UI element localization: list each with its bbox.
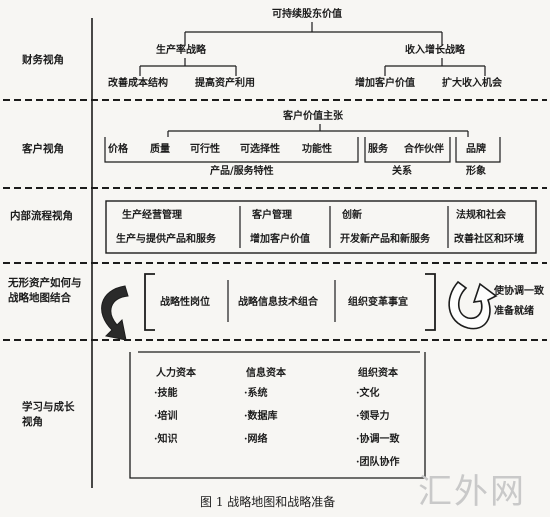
relation-partnership: 合作伙伴 [404,144,444,155]
organization-capital-item: ·文化 [356,388,380,399]
improve-cost-structure: 改善成本结构 [108,78,168,89]
organization-change-agenda: 组织变革事宜 [348,297,408,308]
process-regulatory-detail: 改善社区和环境 [454,234,524,245]
financial-perspective-label: 财务视角 [22,54,64,66]
expand-revenue-opportunity: 扩大收入机会 [442,78,502,89]
strategic-job-families: 战略性岗位 [160,297,210,308]
organization-capital-item: ·领导力 [356,411,390,422]
image-group: 形象 [466,166,486,177]
improve-asset-utilization: 提高资产利用 [195,78,255,89]
process-regulatory-header: 法规和社会 [456,210,506,221]
organization-capital-title: 组织资本 [358,368,398,379]
alignment-readiness-note: 使协调一致准备就绪 [494,286,544,317]
human-capital-title: 人力资本 [156,368,196,379]
attr-selection: 可选择性 [240,144,280,155]
human-capital-item: ·知识 [154,434,178,445]
learning-growth-perspective-label: 学习与成长视角 [22,401,75,428]
process-operations-detail: 生产与提供产品和服务 [116,234,216,245]
human-capital-item: ·培训 [154,411,178,422]
relation-service: 服务 [368,144,388,155]
human-capital-item: ·技能 [154,388,178,399]
process-operations-header: 生产经营管理 [122,210,182,221]
productivity-strategy: 生产率战略 [156,45,206,56]
intangible-assets-label: 无形资产如何与战略地图结合 [8,277,82,304]
customer-value-proposition: 客户价值主张 [283,111,343,122]
figure-caption: 图 1 战略地图和战略准备 [200,495,336,509]
attr-functionality: 功能性 [302,144,332,155]
right-curved-arrow-icon [448,280,498,330]
product-service-attributes-group: 产品/服务特性 [210,166,274,177]
relationship-group: 关系 [392,166,412,177]
attr-brand: 品牌 [466,144,486,155]
left-curved-arrow-icon [101,285,129,341]
process-customer-mgmt-detail: 增加客户价值 [250,234,310,245]
strategic-it-portfolio: 战略信息技术组合 [238,297,318,308]
organization-capital-item: ·团队协作 [356,457,400,468]
revenue-growth-strategy: 收入增长战略 [405,45,465,56]
process-innovation-header: 创新 [342,210,362,221]
internal-process-perspective-label: 内部流程视角 [10,210,73,222]
increase-customer-value: 增加客户价值 [355,78,415,89]
information-capital-item: ·系统 [244,388,268,399]
process-customer-mgmt-header: 客户管理 [252,210,292,221]
information-capital-item: ·数据库 [244,411,278,422]
attr-quality: 质量 [150,144,170,155]
organization-capital-item: ·协调一致 [356,434,400,445]
information-capital-item: ·网络 [244,434,268,445]
customer-perspective-label: 客户视角 [22,143,64,155]
attr-price: 价格 [108,144,128,155]
attr-availability: 可行性 [190,144,220,155]
sustainable-shareholder-value: 可持续股东价值 [272,9,342,20]
watermark: 汇外网 [418,472,526,512]
process-innovation-detail: 开发新产品和新服务 [340,234,430,245]
information-capital-title: 信息资本 [246,368,286,379]
